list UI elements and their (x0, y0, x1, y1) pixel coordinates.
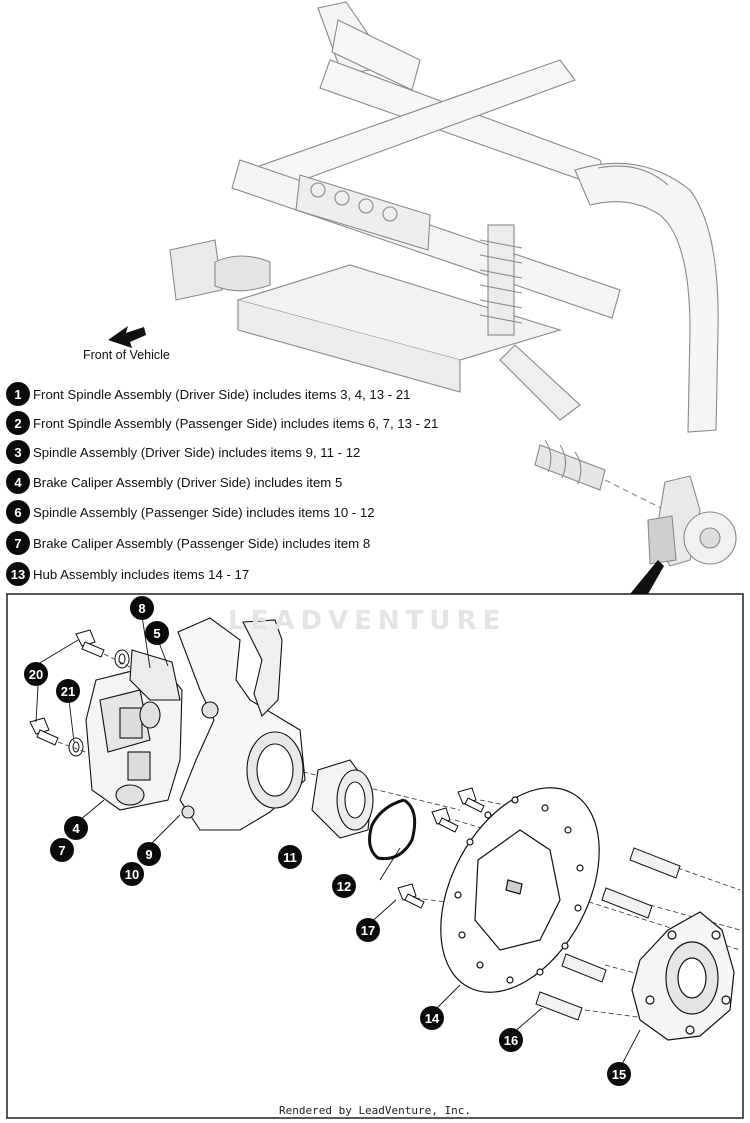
wheel-studs (535, 847, 681, 1021)
brake-disc-illustration (440, 787, 600, 993)
caliper-bolts (29, 629, 130, 757)
legend-item: 2 Front Spindle Assembly (Passenger Side… (6, 410, 438, 436)
legend-number-badge: 2 (6, 411, 30, 435)
legend-item: 4 Brake Caliper Assembly (Driver Side) i… (6, 469, 342, 495)
callout-badge: 11 (278, 845, 302, 869)
callout-badge: 15 (607, 1062, 631, 1086)
callout-badge: 21 (56, 679, 80, 703)
legend-description: Brake Caliper Assembly (Driver Side) inc… (33, 474, 343, 490)
wheel-hub-illustration (631, 911, 735, 1041)
brake-caliper-illustration (85, 649, 183, 811)
front-of-vehicle-label: Front of Vehicle (83, 348, 170, 362)
legend-number-badge: 13 (6, 562, 30, 586)
callout-badge: 10 (120, 862, 144, 886)
callout-badge: 16 (499, 1028, 523, 1052)
legend-item: 7 Brake Caliper Assembly (Passenger Side… (6, 530, 370, 556)
legend-description: Spindle Assembly (Driver Side) includes … (33, 444, 361, 460)
legend-description: Brake Caliper Assembly (Passenger Side) … (33, 535, 371, 551)
legend-item: 6 Spindle Assembly (Passenger Side) incl… (6, 499, 375, 525)
legend-description: Front Spindle Assembly (Passenger Side) … (33, 415, 439, 431)
callout-badge: 4 (64, 816, 88, 840)
chassis-frame-illustration (169, 1, 737, 567)
callout-badge: 14 (420, 1006, 444, 1030)
legend-item: 3 Spindle Assembly (Driver Side) include… (6, 439, 360, 465)
callout-badge: 7 (50, 838, 74, 862)
callout-badge: 5 (145, 621, 169, 645)
legend-number-badge: 4 (6, 470, 30, 494)
callout-badge: 9 (137, 842, 161, 866)
callout-badge: 17 (356, 918, 380, 942)
callout-badge: 8 (130, 596, 154, 620)
footer-credit: Rendered by LeadVenture, Inc. (278, 1104, 472, 1117)
front-direction-arrow-icon (108, 326, 146, 348)
legend-description: Front Spindle Assembly (Driver Side) inc… (33, 386, 411, 402)
legend-number-badge: 3 (6, 440, 30, 464)
callout-badge: 20 (24, 662, 48, 686)
snap-ring-illustration (368, 798, 417, 861)
legend-item: 13 Hub Assembly includes items 14 - 17 (6, 561, 249, 587)
legend-item: 1 Front Spindle Assembly (Driver Side) i… (6, 381, 410, 407)
spindle-knuckle-illustration (177, 617, 306, 831)
callout-badge: 12 (332, 874, 356, 898)
legend-description: Hub Assembly includes items 14 - 17 (33, 566, 250, 582)
legend-number-badge: 6 (6, 500, 30, 524)
detail-pointer-icon (630, 560, 664, 594)
legend-description: Spindle Assembly (Passenger Side) includ… (33, 504, 375, 520)
legend-number-badge: 7 (6, 531, 30, 555)
legend-number-badge: 1 (6, 382, 30, 406)
detail-frame (6, 593, 744, 1119)
disc-bolts (397, 787, 485, 909)
wheel-bearing-illustration (311, 759, 374, 839)
watermark-text: LEADVENTURE (228, 606, 507, 636)
